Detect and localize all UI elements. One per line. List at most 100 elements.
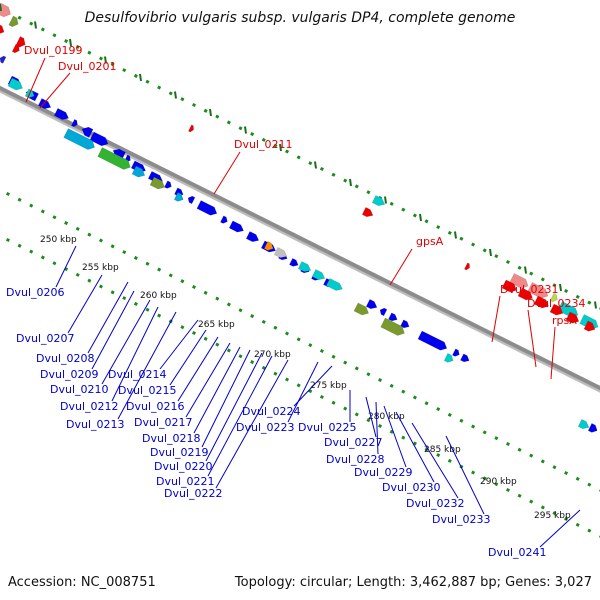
- gene-feature: [460, 353, 470, 363]
- gene-feature: [188, 124, 194, 133]
- blue-gene-label: Dvul_0213: [66, 418, 125, 431]
- scale-tick-label: 285 kbp: [424, 445, 461, 455]
- scale-tick-mark: [454, 231, 457, 239]
- blue-gene-label: Dvul_0223: [236, 421, 295, 434]
- blue-leader-line: [111, 306, 159, 402]
- gene-feature: [70, 118, 78, 128]
- scale-tick-mark: [244, 126, 247, 134]
- gene-feature: [0, 2, 11, 18]
- blue-leader-line: [169, 329, 207, 386]
- scale-tick-mark: [314, 161, 317, 169]
- blue-gene-label: Dvul_0229: [354, 466, 413, 479]
- gene-feature: [379, 307, 388, 317]
- blue-leader-line: [383, 405, 407, 468]
- scale-tick-mark: [174, 91, 177, 99]
- blue-gene-label: Dvul_0233: [432, 513, 491, 526]
- gene-feature: [15, 36, 26, 48]
- red-gene-label: Dvul_0234: [527, 297, 586, 310]
- gene-feature: [289, 257, 299, 267]
- blue-gene-label: Dvul_0212: [60, 400, 119, 413]
- blue-leader-line: [411, 422, 459, 499]
- red-gene-label: Dvul_0201: [58, 60, 117, 73]
- gene-labels: Dvul_0199Dvul_0201Dvul_0211gpsADvul_0231…: [6, 44, 586, 559]
- blue-gene-label: Dvul_0219: [150, 446, 209, 459]
- blue-gene-label: Dvul_0209: [40, 368, 99, 381]
- blue-gene-label: Dvul_0218: [142, 432, 201, 445]
- gene-feature: [549, 303, 564, 316]
- gene-feature: [11, 43, 20, 54]
- gene-feature: [7, 77, 23, 91]
- red-leader-line: [213, 151, 241, 195]
- red-gene-label: gpsA: [416, 235, 444, 248]
- red-leader-line: [550, 326, 556, 380]
- scale-tick-mark: [524, 266, 527, 274]
- blue-gene-label: Dvul_0217: [134, 416, 193, 429]
- gene-feature: [297, 261, 312, 273]
- gene-feature: [228, 220, 244, 233]
- scale-ticks: [0, 3, 597, 309]
- scale-tick-mark: [489, 248, 492, 257]
- scale-tick-label: 280 kbp: [368, 412, 405, 422]
- gene-feature: [89, 131, 109, 147]
- scale-tick-mark: [139, 73, 142, 82]
- gene-feature: [549, 292, 558, 303]
- blue-leader-line: [87, 281, 129, 354]
- blue-leader-line: [177, 336, 219, 402]
- red-leader-line: [491, 295, 501, 343]
- scale-tick-label: 260 kbp: [140, 291, 177, 301]
- red-gene-label: Dvul_0231: [500, 283, 559, 296]
- blue-gene-label: Dvul_0222: [164, 487, 223, 500]
- accession-text: Accession: NC_008751: [8, 575, 156, 590]
- blue-leader-line: [201, 349, 251, 448]
- gene-feature: [452, 348, 460, 357]
- blue-leader-line: [117, 311, 177, 420]
- gene-feature: [0, 23, 5, 35]
- gene-feature: [164, 180, 172, 189]
- blue-leader-line: [193, 346, 241, 434]
- gene-feature: [533, 295, 549, 309]
- scale-tick-label: 255 kbp: [82, 263, 119, 273]
- dotted-track-line: [0, 188, 600, 492]
- scale-tick-label: 290 kbp: [480, 477, 517, 487]
- blue-gene-label: Dvul_0206: [6, 286, 65, 299]
- scale-tick-mark: [594, 301, 597, 309]
- scale-tick-label: 270 kbp: [254, 350, 291, 360]
- summary-text: Topology: circular; Length: 3,462,887 bp…: [234, 575, 592, 590]
- gene-feature: [501, 279, 517, 293]
- blue-gene-label: Dvul_0208: [36, 352, 95, 365]
- gene-feature: [583, 320, 596, 332]
- gene-feature: [325, 278, 343, 291]
- scale-tick-mark: [209, 108, 212, 117]
- blue-leader-line: [55, 245, 77, 288]
- blue-leader-line: [159, 319, 199, 370]
- gene-feature: [527, 282, 549, 299]
- blue-leader-line: [375, 401, 379, 455]
- gene-feature: [53, 107, 69, 120]
- blue-leader-line: [185, 342, 231, 418]
- scale-tick-mark: [34, 21, 37, 29]
- gene-feature: [388, 312, 398, 322]
- blue-gene-label: Dvul_0224: [242, 405, 301, 418]
- blue-gene-label: Dvul_0210: [50, 383, 109, 396]
- red-gene-label: Dvul_0199: [24, 44, 83, 57]
- scale-tick-label: 275 kbp: [310, 381, 347, 391]
- gene-feature: [380, 317, 405, 336]
- red-leader-line: [389, 248, 413, 286]
- blue-leader-line: [67, 274, 103, 334]
- gene-feature: [8, 15, 19, 28]
- gene-feature: [565, 311, 580, 324]
- blue-gene-label: Dvul_0207: [16, 332, 75, 345]
- blue-gene-label: Dvul_0228: [326, 453, 385, 466]
- gene-feature: [417, 330, 448, 351]
- gene-feature: [400, 319, 410, 329]
- blue-gene-label: Dvul_0221: [156, 475, 215, 488]
- red-leader-line: [527, 309, 537, 368]
- scale-tick-label: 250 kbp: [40, 235, 77, 245]
- blue-leader-line: [539, 509, 581, 548]
- blue-leader-line: [101, 299, 151, 385]
- blue-gene-label: Dvul_0227: [324, 436, 383, 449]
- scale-tick-mark: [69, 38, 72, 47]
- gene-feature: [81, 126, 94, 138]
